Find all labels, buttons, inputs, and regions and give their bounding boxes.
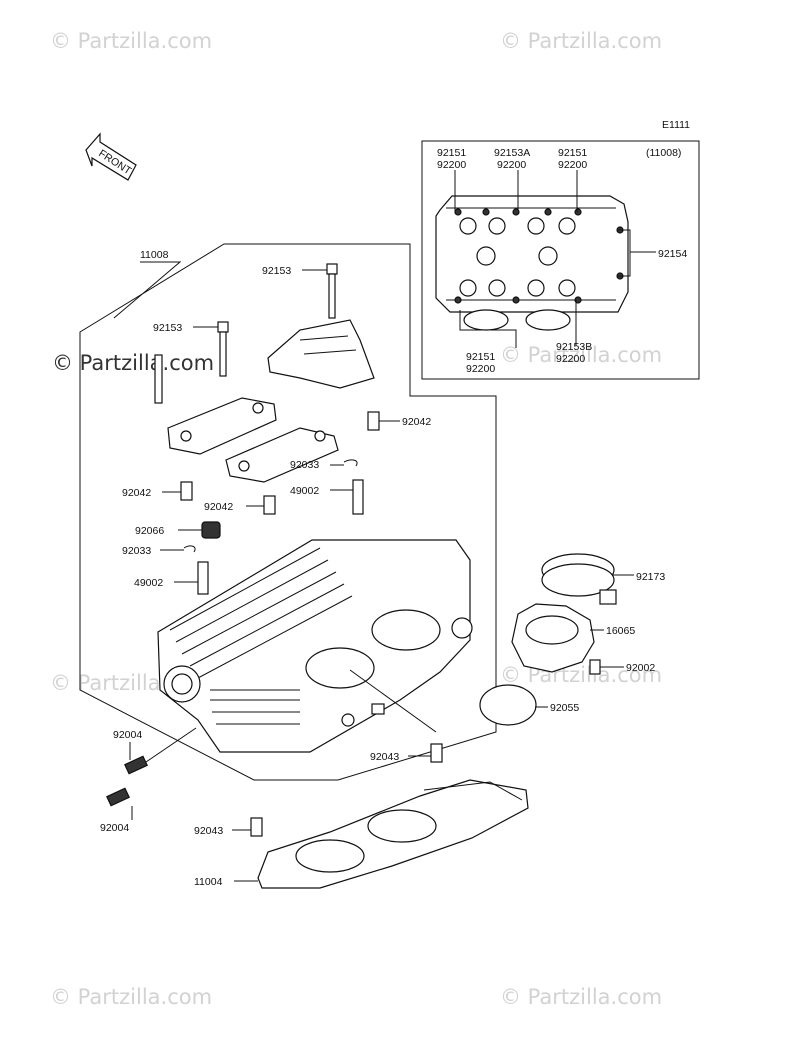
part-label: 92200 [466,363,495,375]
valve-stem-seal [201,521,221,539]
part-label: 92042 [122,487,151,499]
o-ring [479,684,537,726]
inset-reference: (11008) [646,147,681,159]
part-label: 11004 [194,876,223,888]
part-label: 92153B [556,341,592,353]
watermark: © Partzilla.com [52,351,214,375]
part-label: 92173 [636,571,665,583]
cylinder-head-gasket [257,779,529,889]
part-label: 92042 [402,416,431,428]
dowel-pin [430,743,443,763]
throttle-body-holder [511,603,595,673]
bolt-92153-top [326,263,338,319]
figure-code: E1111 [662,119,690,131]
part-label: 49002 [290,485,319,497]
part-label: 92153 [153,322,182,334]
dowel-pin [263,495,276,515]
part-label: 92153 [262,265,291,277]
part-label: 92154 [658,248,687,260]
dowel-pin [250,817,263,837]
watermark-layer: © Partzilla.com © Partzilla.com © Partzi… [50,29,662,1009]
part-label: 92004 [100,822,129,834]
part-label: 92033 [290,459,319,471]
part-label: 92151 [466,351,495,363]
part-label: 49002 [134,577,163,589]
part-label: 11008 [140,249,169,261]
part-label: 92043 [370,751,399,763]
watermark: © Partzilla.com [50,985,212,1009]
stud-bolt [106,755,148,807]
part-label: 92002 [626,662,655,674]
camshaft-cap-middle [225,427,339,483]
camshaft-cap-rear [267,319,375,389]
hose-clamp [541,553,617,605]
part-label: 92153A [494,147,530,159]
part-label: 92200 [556,353,585,365]
part-label: 92151 [437,147,466,159]
part-label: 92200 [497,159,526,171]
watermark: © Partzilla.com [500,343,662,367]
part-label: 16065 [606,625,635,637]
camshaft-cap-cluster [454,208,624,331]
valve-guide [197,561,209,595]
camshaft-cap-left [167,397,277,455]
bolt-92002 [589,659,601,675]
bolt-92153-left [154,321,229,404]
part-label: 92043 [194,825,223,837]
watermark: © Partzilla.com [500,29,662,53]
watermark: © Partzilla.com [500,985,662,1009]
front-arrow-icon: FRONT [85,132,137,181]
cylinder-head [157,539,473,753]
valve-keeper [183,545,196,553]
part-label: 92200 [558,159,587,171]
part-label: 92200 [437,159,466,171]
valve-guide [352,479,364,515]
part-label: 92004 [113,729,142,741]
inset-top-view: (11008) 92151 92200 92153A 92200 92151 9… [421,140,700,380]
watermark: © Partzilla.com [50,29,212,53]
valve-keeper [343,459,358,467]
part-label: 92151 [558,147,587,159]
dowel-pin [180,481,193,501]
part-label: 92033 [122,545,151,557]
dowel-pin [367,411,380,431]
main-assembly: 11008 92153 92153 9204 [79,243,665,837]
part-label: 92066 [135,525,164,537]
part-label: 92055 [550,702,579,714]
part-label: 92042 [204,501,233,513]
